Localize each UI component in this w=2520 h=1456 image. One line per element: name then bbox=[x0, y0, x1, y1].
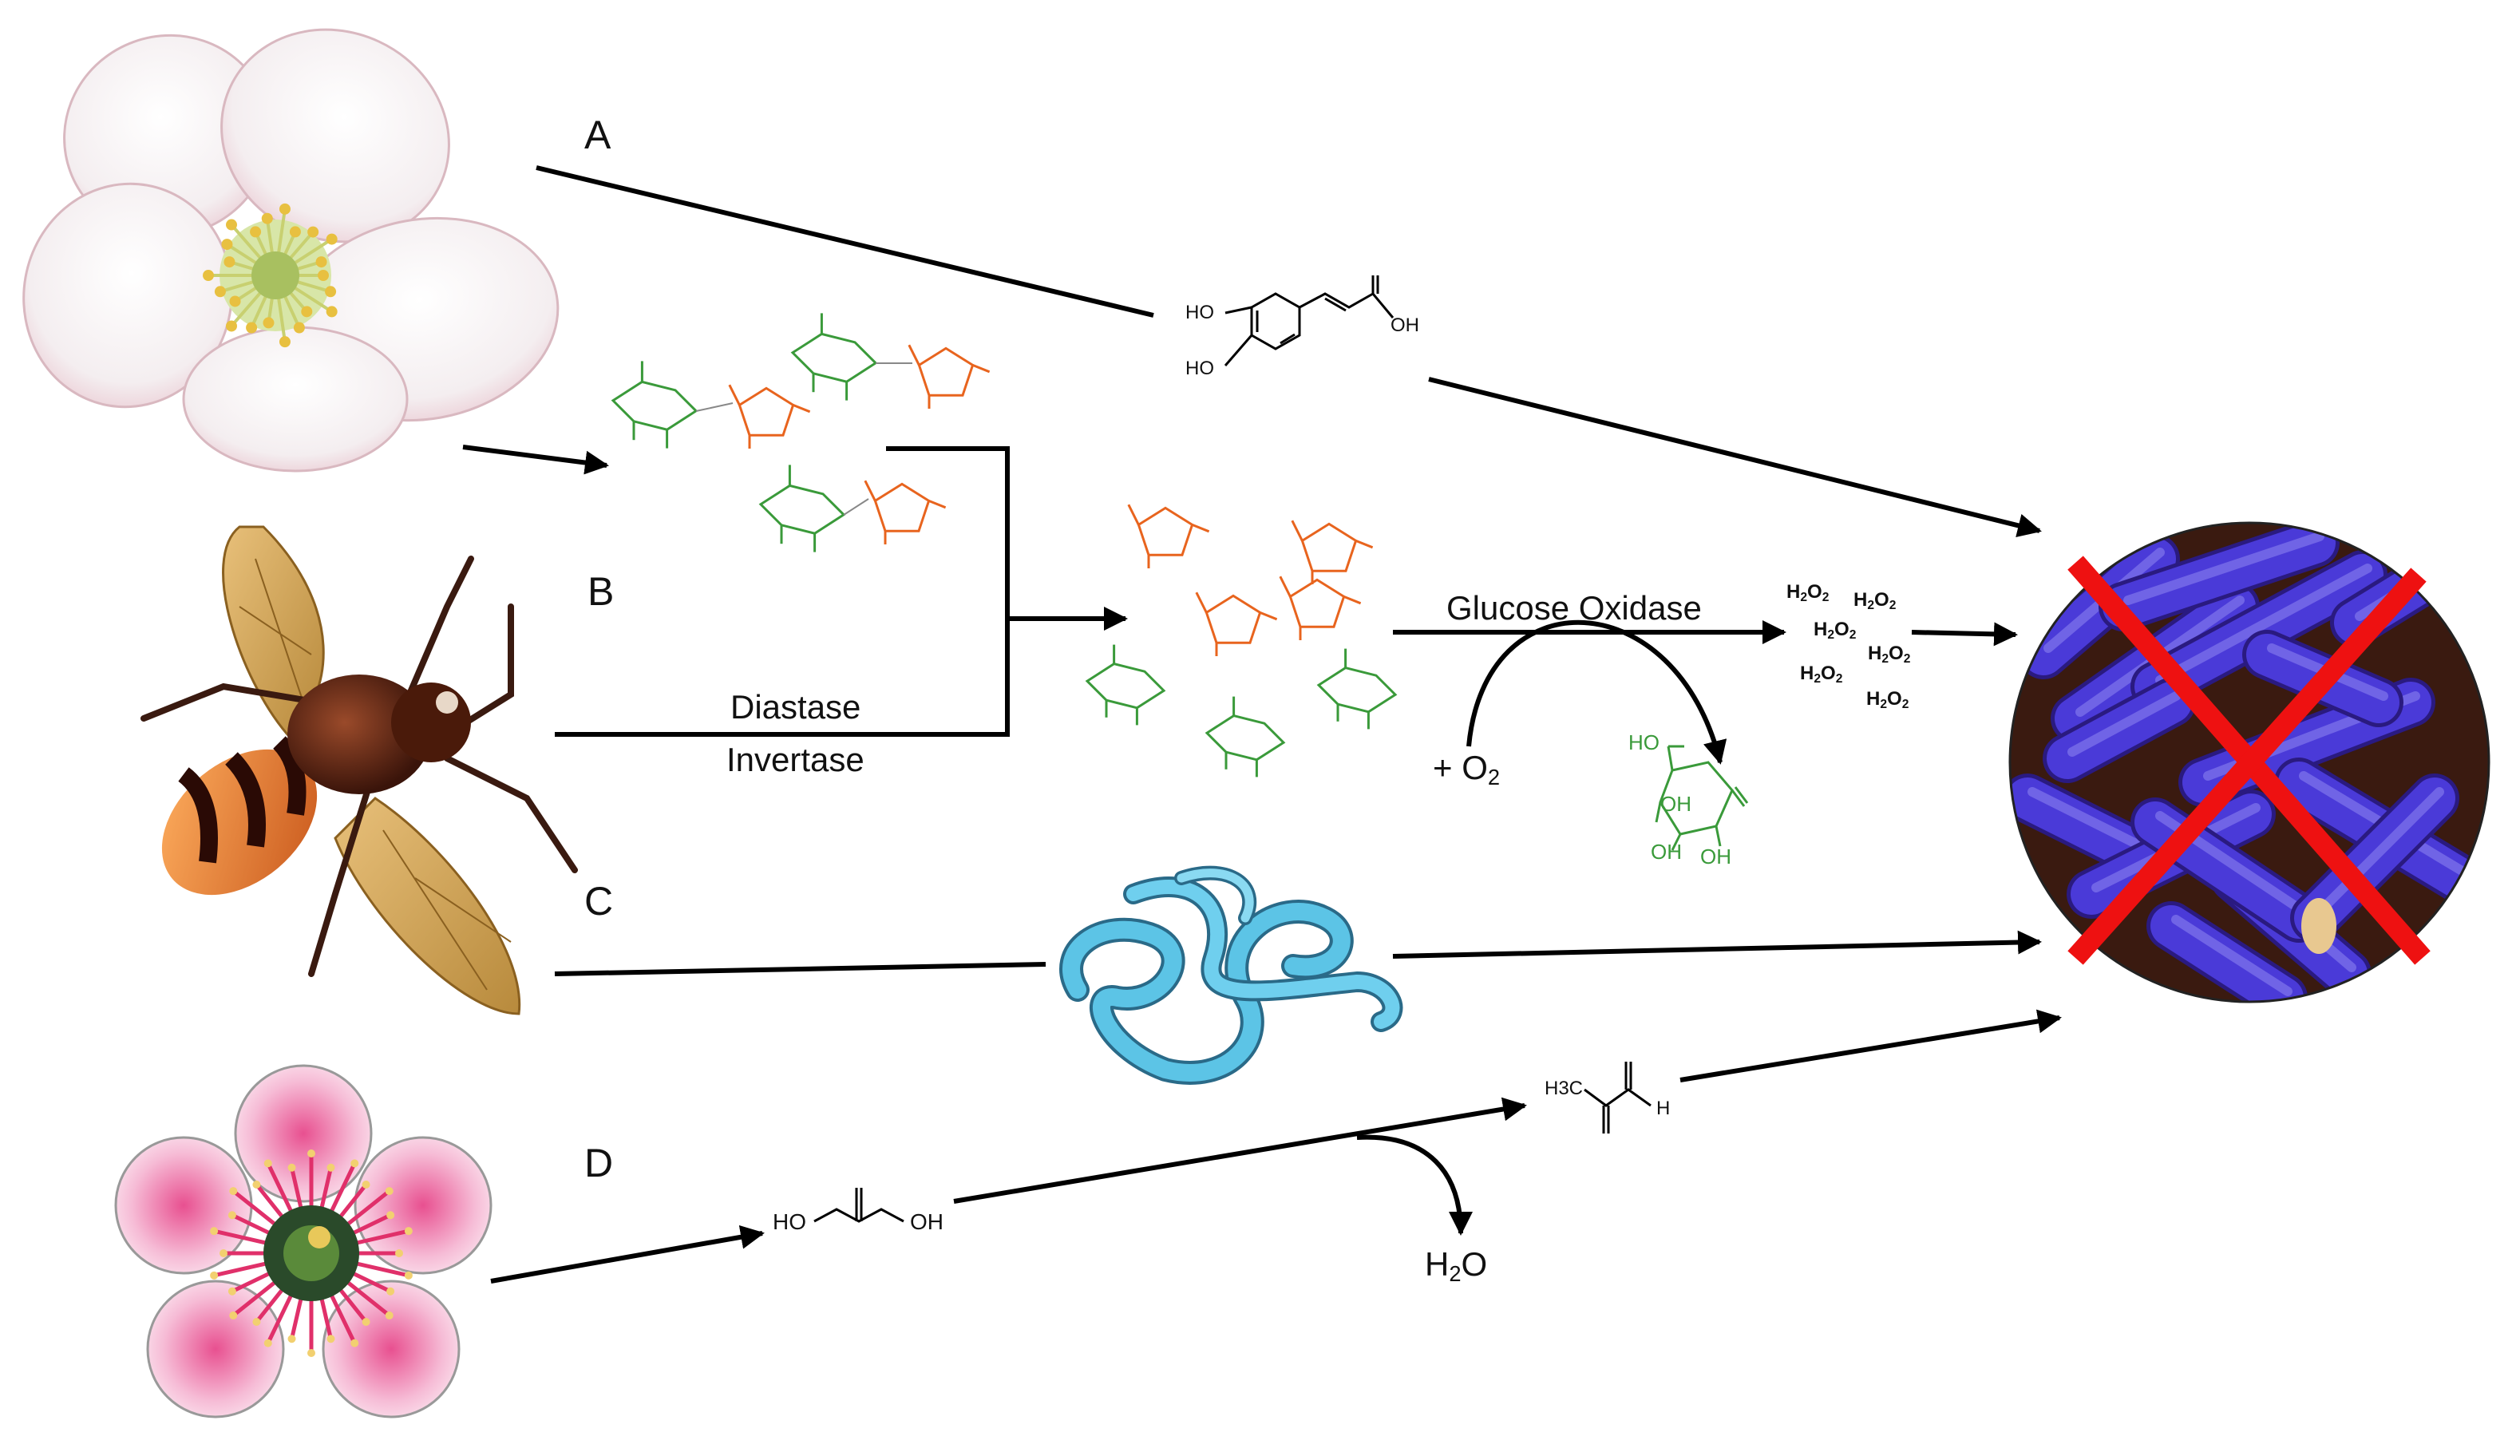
gluconolactone-oh-label: OH bbox=[1651, 840, 1682, 864]
invertase-label: Invertase bbox=[726, 741, 864, 778]
hydrogen-peroxide-label: H2O2 bbox=[1868, 643, 1911, 666]
dihydroxyacetone-oh-label: OH bbox=[910, 1209, 944, 1234]
gluconolactone-structure bbox=[1655, 745, 1749, 851]
gluconolactone-ho-label: HO bbox=[1628, 730, 1660, 754]
diastase-label: Diastase bbox=[730, 688, 861, 726]
defensin-protein-ribbon bbox=[1059, 865, 1403, 1085]
caffeic-acid-structure bbox=[1224, 275, 1395, 366]
oxygen-label: + O2 bbox=[1433, 749, 1501, 789]
hydrogen-peroxide-label: H2O2 bbox=[1786, 581, 1830, 604]
glucose-fructose-molecules bbox=[1085, 504, 1398, 777]
caffeic-acid-oh-label: OH bbox=[1391, 315, 1419, 336]
dihydroxyacetone-structure bbox=[813, 1188, 904, 1223]
caffeic-acid-ho-label: HO bbox=[1185, 302, 1214, 323]
hydrogen-peroxide-label: H2O2 bbox=[1866, 688, 1909, 711]
honeybee-image bbox=[140, 525, 578, 1015]
gluconolactone-oh-label: OH bbox=[1700, 845, 1731, 868]
hydrogen-peroxide-label: H2O2 bbox=[1800, 663, 1843, 686]
sucrose-molecules bbox=[611, 313, 991, 552]
caffeic-acid-ho-label: HO bbox=[1185, 358, 1214, 379]
apple-blossom-image bbox=[22, 28, 560, 473]
manuka-flower-image bbox=[114, 1064, 493, 1418]
hydrogen-peroxide-label: H2O2 bbox=[1853, 589, 1897, 612]
hydrogen-peroxide-label: H2O2 bbox=[1814, 619, 1857, 642]
pathway-label-b: B bbox=[587, 569, 615, 614]
dihydroxyacetone-ho-label: HO bbox=[773, 1209, 806, 1234]
gluconolactone-oh-label: OH bbox=[1660, 792, 1691, 816]
pathway-label-c: C bbox=[584, 879, 614, 924]
glucose-oxidase-label: Glucose Oxidase bbox=[1446, 589, 1702, 627]
inhibition-cross bbox=[2067, 556, 2431, 965]
pathway-label-d: D bbox=[584, 1141, 614, 1185]
water-label: H2O bbox=[1425, 1245, 1488, 1286]
pathway-arrows bbox=[462, 165, 2062, 1284]
methylglyoxal-h-label: H bbox=[1656, 1098, 1671, 1119]
pathway-label-a: A bbox=[584, 113, 611, 157]
methylglyoxal-methyl-label: H3C bbox=[1545, 1078, 1584, 1099]
methylglyoxal-structure bbox=[1584, 1062, 1652, 1134]
